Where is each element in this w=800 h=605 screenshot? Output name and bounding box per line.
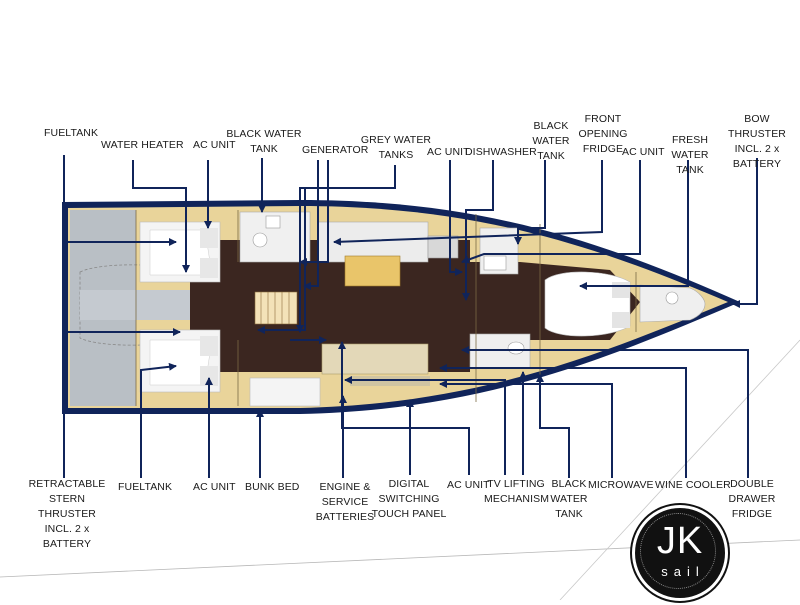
callout-arrows	[63, 155, 758, 478]
label-black-water-tank-top-2: BLACK WATER TANK	[532, 120, 570, 162]
label-retractable-stern-thruster: RETRACTABLE STERN THRUSTER INCL. 2 x BAT…	[28, 478, 106, 550]
label-double-drawer-fridge: DOUBLE DRAWER FRIDGE	[728, 478, 776, 520]
label-wine-cooler: WINE COOLER	[655, 479, 731, 491]
label-fueltank-bottom: FUELTANK	[118, 481, 173, 493]
label-ac-unit-top-1: AC UNIT	[193, 139, 236, 151]
label-digital-switching-touch-panel: DIGITAL SWITCHING TOUCH PANEL	[371, 478, 447, 520]
saloon-floor	[190, 240, 520, 372]
jk-sail-logo: JK sail	[632, 505, 728, 601]
head-aft-port	[239, 211, 311, 263]
label-tv-lifting-mechanism: TV LIFTING MECHANISM	[484, 478, 550, 505]
saloon-sofa	[321, 343, 429, 375]
forward-head	[639, 284, 706, 323]
label-bunk-bed: BUNK BED	[245, 481, 300, 493]
label-ac-unit-top-3: AC UNIT	[622, 146, 665, 158]
logo-subtext: sail	[661, 564, 705, 579]
label-fresh-water-tank: FRESH WATER TANK	[671, 134, 709, 176]
label-bow-thruster: BOW THRUSTER INCL. 2 x BATTERY	[728, 113, 786, 170]
aft-cabin-port	[139, 221, 221, 283]
label-fueltank-top: FUELTANK	[44, 127, 99, 139]
label-ac-unit-top-2: AC UNIT	[427, 146, 470, 158]
logo-ring	[640, 513, 716, 589]
label-ac-unit-bottom-2: AC UNIT	[447, 479, 490, 491]
label-dishwasher: DISHWASHER	[465, 146, 537, 158]
label-black-water-tank-top: BLACK WATER TANK	[226, 128, 302, 155]
forward-owner-cabin	[544, 271, 631, 337]
label-engine-service-batteries: ENGINE & SERVICE BATTERIES	[315, 481, 375, 523]
label-black-water-tank-bottom: BLACK WATER TANK	[550, 478, 588, 520]
label-microwave: MICROWAVE	[588, 479, 654, 491]
label-ac-unit-bottom-1: AC UNIT	[193, 481, 236, 493]
label-water-heater: WATER HEATER	[101, 139, 184, 151]
label-front-opening-fridge: FRONT OPENING FRIDGE	[578, 113, 628, 155]
saloon-table	[344, 255, 401, 287]
background-line	[559, 339, 800, 601]
label-generator: GENERATOR	[302, 144, 369, 156]
label-grey-water-tanks: GREY WATER TANKS	[360, 134, 432, 161]
logo-text: JK	[656, 520, 704, 562]
companionway-stairs	[254, 291, 298, 325]
bunk-bed-cabin	[249, 377, 321, 407]
